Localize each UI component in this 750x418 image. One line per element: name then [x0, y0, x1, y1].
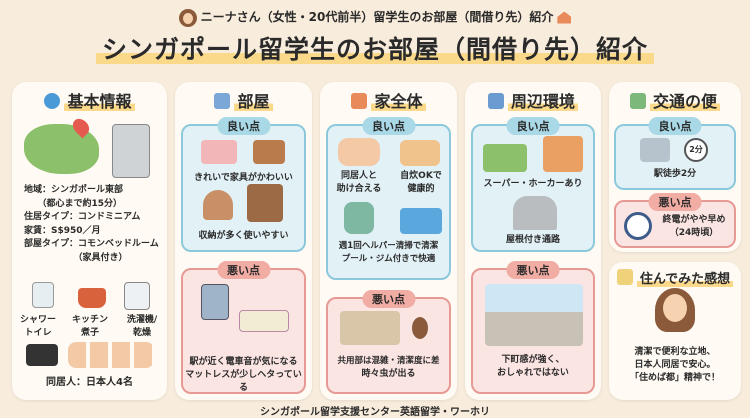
house-good-box: 良い点 同居人と 助け合える 自炊OKで 健康的 週1回ヘルパー清掃で清潔 プー…: [326, 117, 451, 280]
pool-icon: [400, 208, 442, 234]
cleaning-icon: [344, 202, 374, 234]
memo-icon: [616, 269, 633, 285]
pot-icon: [78, 288, 106, 308]
city-buildings-icon: [487, 93, 504, 109]
street-scene-icon: [485, 284, 583, 346]
house-card: 家全体 良い点 同居人と 助け合える 自炊OKで 健康的 週1回ヘルパー清掃で清…: [320, 82, 457, 400]
room-card: 部屋 良い点 きれいで家具がかわいい 収納が多く使いやすい 悪い点 駅が近く電車…: [175, 82, 312, 400]
wardrobe-icon: [247, 184, 283, 222]
condo-building-icon: [112, 124, 150, 178]
clock-icon: [624, 212, 652, 240]
washing-machine-icon: [124, 282, 150, 310]
tv-icon: [26, 344, 58, 366]
footer-credit: シンガポール留学支援センター英語留学・ワーホリ: [260, 407, 490, 418]
area-bad-box: 悪い点 下町感が強く、 おしゃれではない: [471, 261, 595, 394]
transport-good-box: 良い点 2分 駅徒歩2分: [614, 117, 736, 190]
cooking-icon: [400, 140, 440, 166]
dresser-icon: [253, 140, 285, 164]
supermarket-icon: [483, 144, 527, 172]
room-good-box: 良い点 きれいで家具がかわいい 収納が多く使いやすい: [181, 117, 306, 252]
house-icon: [557, 11, 572, 24]
room-bad-box: 悪い点 駅が近く電車音が気になる マットレスが少しヘタっている: [181, 261, 306, 394]
mattress-icon: [239, 310, 289, 332]
basic-info-card: 基本情報 地域：シンガポール東部 （都心まで約15分）住居タイプ：コンドミニアム…: [12, 82, 167, 400]
train-icon: [201, 284, 229, 320]
transport-bad-box: 悪い点 終電がやや早め （24時頃）: [614, 193, 736, 248]
vanity-icon: [203, 190, 233, 220]
housemates-icon: [68, 342, 154, 368]
shower-toilet-icon: [32, 282, 54, 308]
sofa-icon: [201, 140, 237, 164]
house-icon: [351, 93, 368, 109]
subtitle: ニーナさん（女性・20代前半）留学生のお部屋（間借り先）紹介: [0, 8, 750, 27]
housemates-text: 同居人：日本人4名: [46, 377, 133, 388]
page-title: シンガポール留学生のお部屋（間借り先）紹介: [0, 30, 750, 66]
bed-icon: [214, 93, 231, 109]
avatar-icon: [178, 8, 197, 27]
basic-info-list: 地域：シンガポール東部 （都心まで約15分）住居タイプ：コンドミニアム家賃：S$…: [24, 185, 159, 263]
globe-icon: [44, 93, 61, 109]
house-bad-box: 悪い点 共用部は混雑・清潔度に差 時々虫が出る: [326, 290, 451, 394]
train-icon: [629, 93, 646, 109]
housemates-helping-icon: [338, 138, 380, 166]
covered-walkway-icon: [513, 196, 557, 230]
transport-card: 交通の便 良い点 2分 駅徒歩2分 悪い点 終電がやや早め （24時頃）: [609, 82, 741, 252]
bug-icon: [412, 317, 428, 339]
impression-card: 住んでみた感想 清潔で便利な立地、 日本人同居で安心。 「住めば都」精神で！: [609, 262, 741, 400]
face-icon: [663, 294, 687, 322]
basic-heading: 基本情報: [12, 88, 167, 112]
shared-kitchen-icon: [340, 311, 400, 345]
station-icon: [640, 138, 670, 162]
area-good-box: 良い点 スーパー・ホーカーあり 屋根付き通路: [471, 117, 595, 252]
hawker-stall-icon: [543, 136, 583, 172]
walk-time-sign: 2分: [684, 138, 708, 162]
area-card: 周辺環境 良い点 スーパー・ホーカーあり 屋根付き通路 悪い点 下町感が強く、 …: [465, 82, 601, 400]
